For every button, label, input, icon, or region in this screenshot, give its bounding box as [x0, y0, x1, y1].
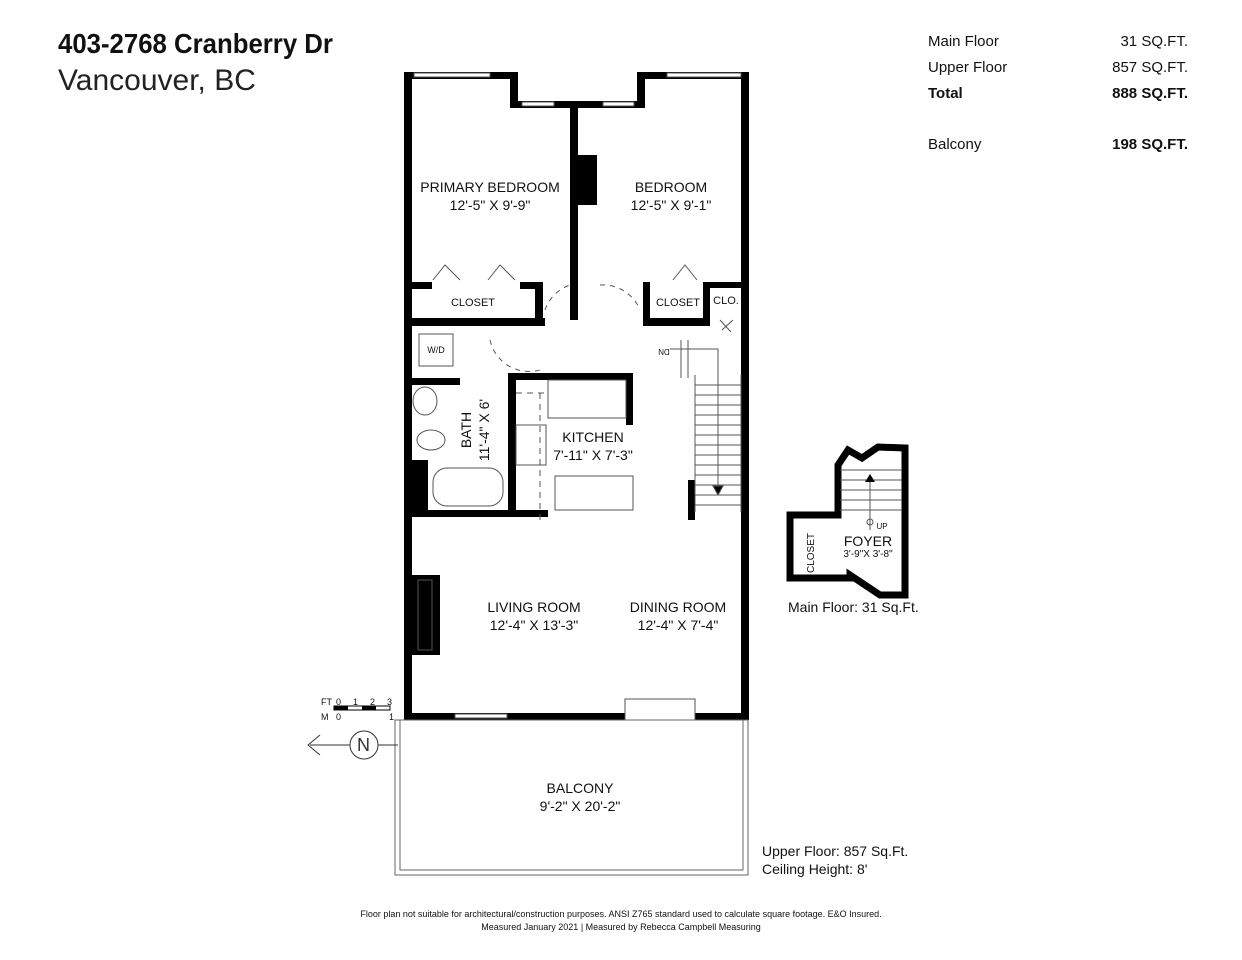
- room-bedroom: BEDROOM 12'-5" X 9'-1": [631, 178, 712, 214]
- room-size: 12'-5" X 9'-9": [449, 197, 531, 213]
- area-value: 857 SQ.FT.: [1112, 59, 1188, 76]
- area-value: 888 SQ.FT.: [1112, 85, 1188, 102]
- tick: 2: [369, 697, 375, 707]
- tick: 0: [336, 712, 342, 722]
- main-floor-note: Main Floor: 31 Sq.Ft.: [788, 599, 919, 615]
- property-city: Vancouver, BC: [58, 64, 256, 97]
- north-label: N: [357, 735, 370, 755]
- windows: [413, 72, 742, 721]
- room-name: BALCONY: [546, 780, 614, 796]
- property-address: 403-2768 Cranberry Dr: [58, 28, 333, 59]
- upper-floor-note: Upper Floor: 857 Sq.Ft.: [762, 843, 909, 859]
- room-kitchen: KITCHEN 7'-11" X 7'-3": [553, 428, 633, 464]
- stairs-down-label: DN: [658, 347, 670, 356]
- room-dining: DINING ROOM 12'-4" X 7'-4": [630, 598, 726, 634]
- tick: 1: [388, 712, 394, 722]
- disclaimer-footer: Floor plan not suitable for architectura…: [0, 908, 1242, 934]
- room-size: 12'-4" X 7'-4": [637, 617, 719, 633]
- measured-by-line: Measured January 2021 | Measured by Rebe…: [481, 922, 761, 932]
- room-clo: CLO.: [713, 295, 739, 307]
- stairs: [670, 348, 741, 506]
- disclaimer-line: Floor plan not suitable for architectura…: [360, 909, 882, 919]
- scale-m-label: M: [321, 712, 329, 722]
- room-size: 11'-4" X 6': [476, 398, 492, 462]
- room-size: 12'-5" X 9'-1": [630, 197, 712, 213]
- scale-bar: [333, 705, 391, 711]
- balcony-outline: [394, 719, 749, 876]
- area-balcony: Balcony 198 SQ.FT.: [928, 136, 1188, 153]
- scale-ft-label: FT: [321, 697, 332, 707]
- north-arrow-icon: [307, 730, 398, 760]
- room-size: 3'-9"X 3'-8": [843, 549, 893, 560]
- tick: 3: [386, 697, 392, 707]
- tick: 1: [352, 697, 358, 707]
- area-main-floor: Main Floor 31 SQ.FT.: [928, 33, 1188, 50]
- tick: 0: [336, 697, 342, 707]
- room-size: 12'-4" X 13'-3": [489, 617, 579, 633]
- room-closet: CLOSET: [450, 297, 496, 309]
- area-label: Main Floor: [928, 33, 999, 50]
- area-upper-floor: Upper Floor 857 SQ.FT.: [928, 59, 1188, 76]
- room-living: LIVING ROOM 12'-4" X 13'-3": [487, 598, 580, 634]
- area-total: Total 888 SQ.FT.: [928, 85, 1188, 102]
- room-name: KITCHEN: [562, 429, 624, 445]
- room-name: BATH: [458, 411, 474, 449]
- room-balcony: BALCONY 9'-2" X 20'-2": [540, 779, 621, 815]
- room-size: 7'-11" X 7'-3": [553, 447, 633, 463]
- room-name: FOYER: [843, 533, 893, 549]
- fixtures: [412, 264, 742, 651]
- washer-dryer: W/D: [427, 345, 445, 355]
- room-name: PRIMARY BEDROOM: [420, 179, 560, 195]
- area-label: Upper Floor: [928, 59, 1008, 76]
- room-name: LIVING ROOM: [487, 599, 581, 615]
- room-primary-bedroom: PRIMARY BEDROOM 12'-5" X 9'-9": [420, 178, 560, 214]
- room-foyer-closet: CLOSET: [806, 532, 817, 574]
- area-value: 198 SQ.FT.: [1112, 136, 1188, 153]
- ceiling-height-note: Ceiling Height: 8': [762, 861, 868, 877]
- room-name: BEDROOM: [634, 179, 708, 195]
- room-name: DINING ROOM: [629, 599, 727, 615]
- stairs-up-label: UP: [876, 522, 888, 531]
- room-size: 9'-2" X 20'-2": [539, 798, 621, 814]
- area-value: 31 SQ.FT.: [1120, 33, 1188, 50]
- room-closet: CLOSET: [655, 297, 701, 309]
- foyer-plan: [786, 443, 909, 599]
- area-label: Total: [928, 85, 963, 102]
- area-label: Balcony: [928, 136, 982, 153]
